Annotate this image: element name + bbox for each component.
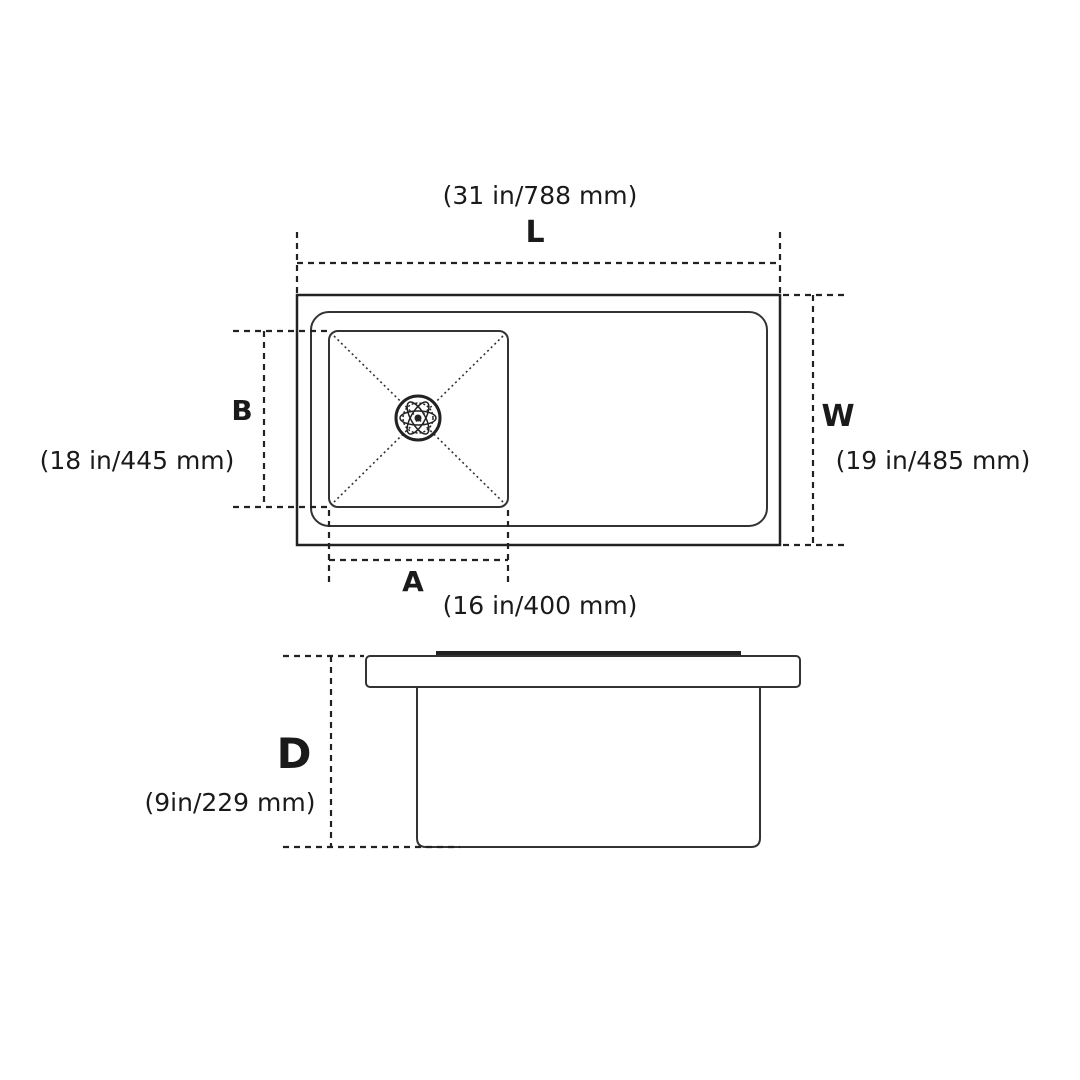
side-view: D (9in/229 mm) <box>145 651 801 849</box>
bowl-depth-value: (18 in/445 mm) <box>40 446 235 475</box>
depth-dimension: D (9in/229 mm) <box>145 654 460 849</box>
bowl-outline <box>328 330 509 508</box>
bowl-width-value: (16 in/400 mm) <box>443 591 638 620</box>
top-view: (31 in/788 mm) L W (19 in/485 mm) B (18 … <box>40 181 1031 620</box>
sink-inner-rim <box>310 311 768 527</box>
length-value: (31 in/788 mm) <box>443 181 638 210</box>
width-dimension: W (19 in/485 mm) <box>783 293 1031 547</box>
depth-letter: D <box>277 729 312 778</box>
drain-icon <box>394 394 442 442</box>
bowl-depth-letter: B <box>231 394 252 427</box>
bowl-depth-dimension: B (18 in/445 mm) <box>40 329 331 509</box>
length-letter: L <box>525 215 544 250</box>
depth-value: (9in/229 mm) <box>145 788 316 817</box>
sink-ledge <box>365 655 801 688</box>
sink-outer-outline <box>295 293 782 547</box>
width-value: (19 in/485 mm) <box>836 446 1031 475</box>
bowl-width-dimension: A (16 in/400 mm) <box>327 510 638 620</box>
bowl-width-letter: A <box>402 565 424 598</box>
sink-basin-side <box>416 687 761 848</box>
length-dimension: (31 in/788 mm) L <box>295 181 782 293</box>
width-letter: W <box>821 399 854 434</box>
